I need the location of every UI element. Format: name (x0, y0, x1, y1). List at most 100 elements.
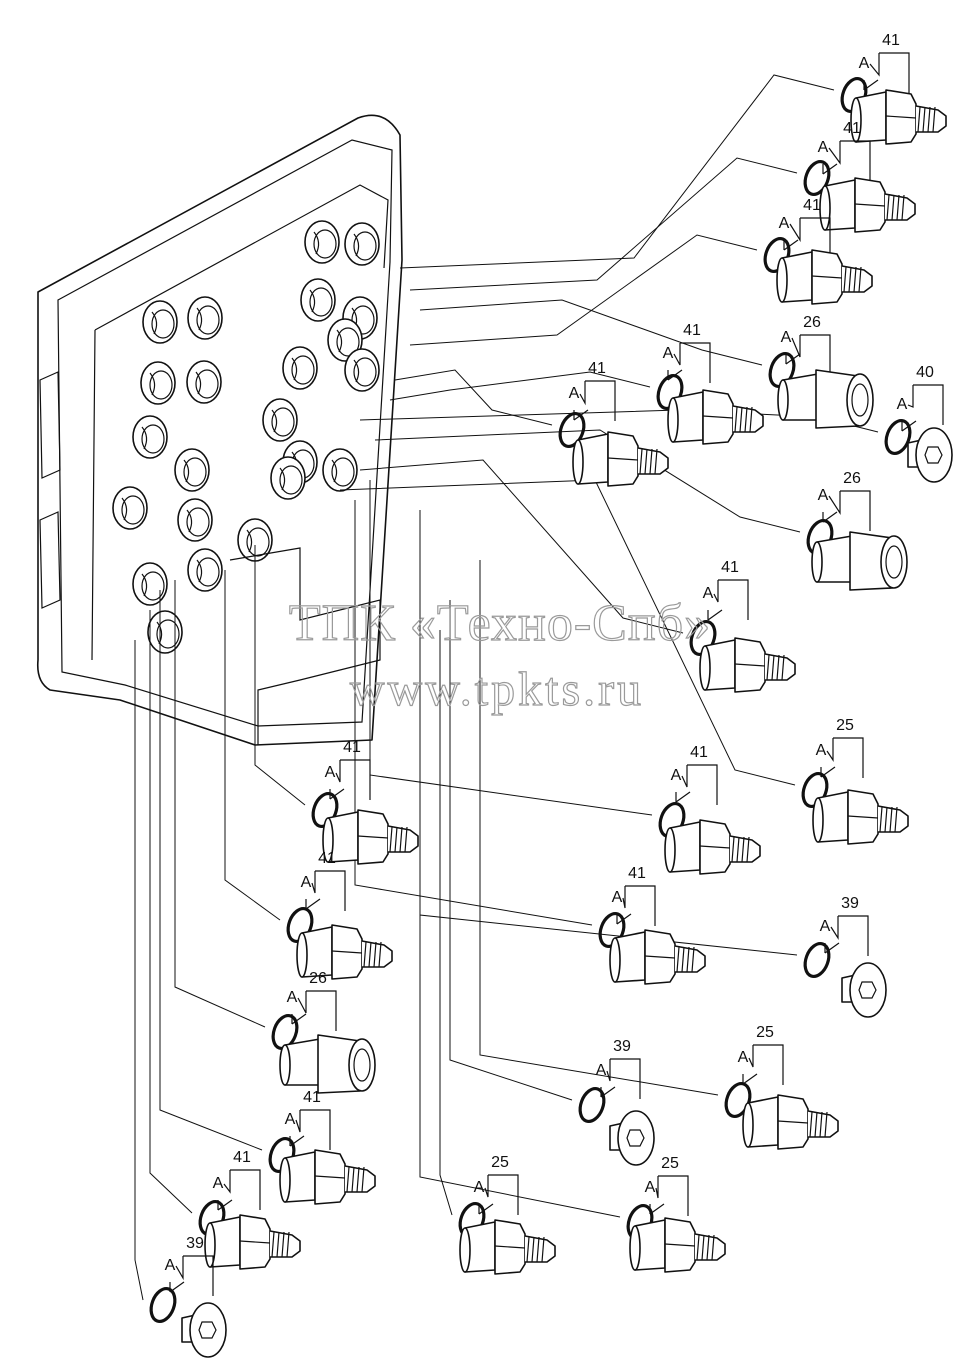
o-ring-seal (803, 941, 831, 979)
straight-adapter-body (850, 89, 947, 145)
o-ring-seal (768, 351, 796, 389)
part-number-label: 39 (613, 1038, 631, 1055)
o-ring-seal (689, 619, 717, 657)
port-hole (304, 220, 340, 264)
leader-line (419, 510, 798, 956)
part-number-label: 41 (628, 865, 646, 882)
callout-bracket (863, 52, 910, 93)
fitting-41-straight-adapter: 41A (286, 850, 393, 980)
part-number-label: 26 (803, 314, 821, 331)
part-number-label: 41 (843, 120, 861, 137)
seal-label: A (738, 1049, 749, 1066)
hex-socket-plug-body (609, 1110, 655, 1166)
fitting-25-straight-adapter: 25A (626, 1155, 726, 1273)
port-hole (177, 498, 213, 542)
straight-adapter-body (812, 789, 909, 845)
part-number-label: 40 (916, 364, 934, 381)
straight-adapter-body (776, 249, 873, 305)
female-union-body (777, 369, 874, 429)
part-number-label: 41 (683, 322, 701, 339)
callout-bracket (667, 342, 711, 383)
fitting-25-straight-adapter: 25A (801, 717, 909, 845)
hex-socket-plug-body (907, 427, 953, 483)
port-hole (174, 448, 210, 492)
seal-label: A (671, 767, 682, 784)
fitting-41-straight-adapter: 41A (658, 744, 761, 875)
seal-label: A (596, 1062, 607, 1079)
seal-label: A (859, 55, 870, 72)
o-ring-seal (558, 411, 586, 449)
part-number-label: 41 (233, 1149, 251, 1166)
callout-bracket (600, 1058, 641, 1099)
fitting-39-hex-socket-plug: 39A (149, 1235, 227, 1358)
leader-line (439, 630, 453, 1216)
part-number-label: 41 (343, 739, 361, 756)
callout-bracket (649, 1175, 689, 1216)
watermark-url: www.tpkts.ru (350, 663, 644, 716)
seal-label: A (569, 385, 580, 402)
part-number-label: 41 (303, 1089, 321, 1106)
part-number-label: 39 (841, 895, 859, 912)
straight-adapter-body (819, 177, 916, 233)
fitting-39-hex-socket-plug: 39A (803, 895, 887, 1018)
leader-line (409, 234, 758, 346)
leader-line (369, 480, 653, 816)
o-ring-seal (884, 418, 912, 456)
seal-label: A (612, 889, 623, 906)
straight-adapter-body (459, 1219, 556, 1275)
callout-bracket (824, 915, 869, 956)
valve-body-block (36, 114, 403, 746)
seal-label: A (703, 585, 714, 602)
valve-body-face (57, 139, 393, 727)
part-number-label: 41 (588, 360, 606, 377)
port-hole (140, 361, 176, 405)
seal-label: A (897, 396, 908, 413)
part-number-label: 41 (721, 559, 739, 576)
seal-label: A (663, 345, 674, 362)
callout-bracket (616, 885, 656, 926)
seal-label: A (213, 1175, 224, 1192)
port-hole (187, 548, 223, 592)
callout-bracket (289, 1109, 331, 1150)
port-hole (132, 415, 168, 459)
straight-adapter-body (279, 1149, 376, 1205)
leader-line (449, 600, 573, 1101)
straight-adapter-body (664, 819, 761, 875)
leader-line (399, 74, 835, 269)
seal-label: A (818, 487, 829, 504)
o-ring-seal (149, 1286, 177, 1324)
fitting-41-straight-adapter: 41 A (840, 32, 947, 145)
part-number-label: 26 (843, 470, 861, 487)
valve-body-rim (91, 184, 389, 661)
callout-bracket (820, 737, 864, 778)
fitting-41-straight-adapter: 41A (803, 120, 916, 233)
seal-label: A (820, 918, 831, 935)
callout-bracket (217, 1169, 261, 1211)
part-number-label: 39 (186, 1235, 204, 1252)
callout-bracket (742, 1044, 784, 1085)
fitting-25-straight-adapter: 25A (724, 1024, 839, 1150)
part-number-label: 25 (836, 717, 854, 734)
fitting-39-hex-socket-plug: 39A (578, 1038, 655, 1166)
seal-label: A (781, 329, 792, 346)
parts-group: 41A41A41A41A41A26A40A26A41A25A41A41A39A4… (149, 32, 953, 1358)
callout-bracket (822, 140, 871, 181)
part-number-label: 41 (318, 850, 336, 867)
seal-label: A (325, 764, 336, 781)
o-ring-seal (598, 911, 626, 949)
straight-adapter-body (629, 1217, 726, 1273)
port-hole (300, 278, 336, 322)
straight-adapter-body (322, 809, 419, 865)
seal-label: A (645, 1179, 656, 1196)
leader-line (359, 459, 684, 634)
seal-label: A (474, 1179, 485, 1196)
hex-socket-plug-body (841, 962, 887, 1018)
part-number-label: 25 (491, 1154, 509, 1171)
o-ring-seal (271, 1013, 299, 1051)
fitting-40-hex-socket-plug: 40A (884, 364, 953, 483)
leader-line (134, 640, 144, 1301)
callout-bracket (169, 1255, 214, 1296)
seal-label: A (816, 742, 827, 759)
